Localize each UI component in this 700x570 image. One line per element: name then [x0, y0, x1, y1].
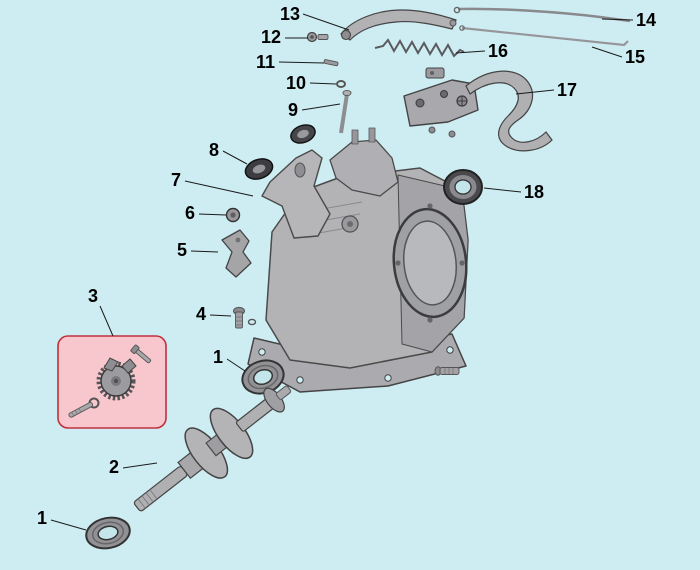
callout-11[interactable]: 11 — [256, 52, 275, 72]
callout-4[interactable]: 4 — [196, 304, 206, 324]
part-lever-13 — [340, 9, 457, 41]
leader-lines — [50, 13, 634, 531]
callout-1-lower[interactable]: 1 — [37, 508, 47, 528]
callout-18[interactable]: 18 — [524, 182, 544, 202]
callout-labels: 13 12 14 11 16 15 10 17 9 8 18 7 6 5 3 4… — [37, 4, 656, 528]
callout-13[interactable]: 13 — [280, 4, 300, 24]
part-clip-10 — [336, 80, 346, 88]
callout-9[interactable]: 9 — [288, 100, 298, 120]
callout-2[interactable]: 2 — [109, 457, 119, 477]
callout-17[interactable]: 17 — [557, 80, 577, 100]
part-bearing-lower — [85, 516, 131, 550]
callout-14[interactable]: 14 — [636, 10, 656, 30]
part-pin-11 — [323, 59, 339, 67]
part-crankcase — [247, 127, 469, 393]
callout-1-upper[interactable]: 1 — [213, 347, 223, 367]
part-bolt-4 — [233, 306, 257, 329]
part-seal-8 — [244, 124, 316, 180]
part-bracket-arm — [261, 149, 331, 239]
callout-3[interactable]: 3 — [88, 286, 98, 306]
part-rod-9 — [339, 89, 352, 134]
callout-15[interactable]: 15 — [625, 47, 645, 67]
part-bracket-plate — [221, 229, 252, 278]
callout-16[interactable]: 16 — [488, 41, 508, 61]
part-governor-assembly[interactable] — [68, 344, 152, 418]
part-bearing-upper — [241, 359, 285, 395]
part-rod-15 — [459, 25, 629, 47]
stud-bolt — [434, 366, 460, 376]
part-crankshaft — [133, 385, 292, 512]
callout-7[interactable]: 7 — [171, 170, 181, 190]
callout-12[interactable]: 12 — [261, 27, 281, 47]
callout-8[interactable]: 8 — [209, 140, 219, 160]
part-oil-seal-18 — [443, 169, 483, 205]
part-spring-16 — [374, 38, 465, 58]
part-rod-14 — [453, 6, 631, 23]
part-nut — [225, 207, 241, 223]
callout-6[interactable]: 6 — [185, 203, 195, 223]
callout-5[interactable]: 5 — [177, 240, 187, 260]
part-screw-12 — [306, 31, 329, 43]
callout-10[interactable]: 10 — [286, 73, 306, 93]
